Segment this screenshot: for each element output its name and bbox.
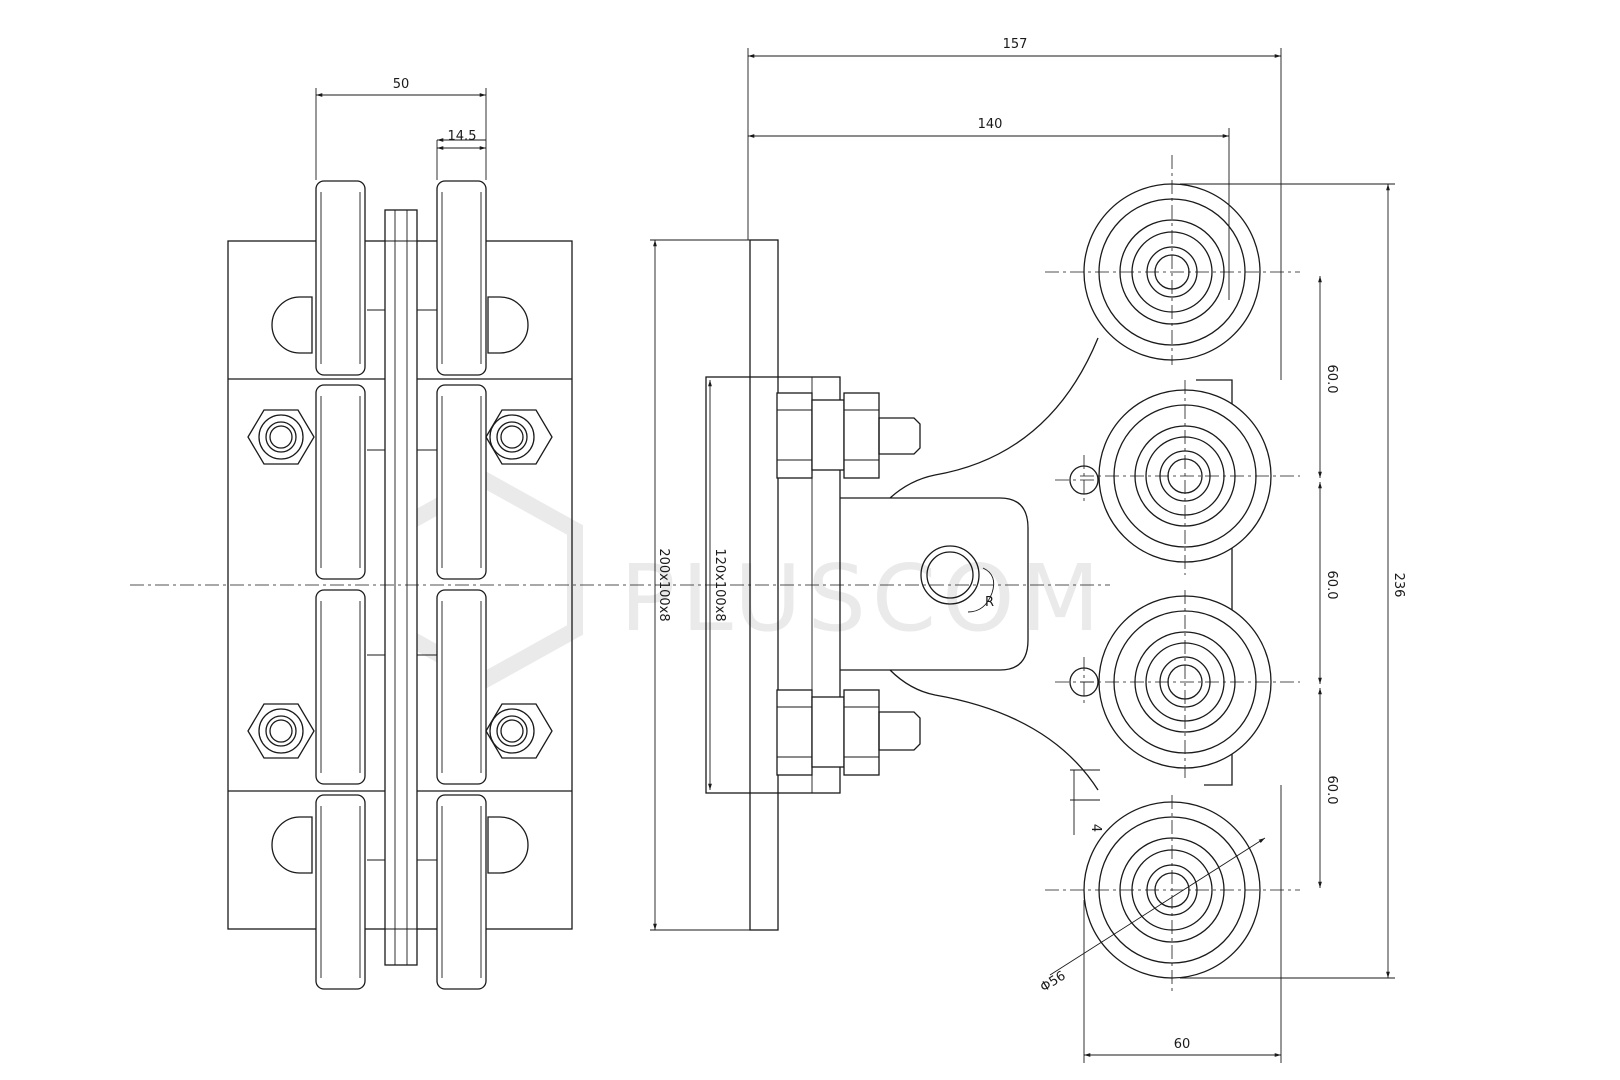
front-view: 200x100x8 120x100x8 <box>650 37 1406 1063</box>
bolt-lower <box>776 689 921 776</box>
roller-wheel-2 <box>1080 380 1300 575</box>
roller-wheel-3 <box>1080 590 1300 778</box>
side-wheels-right <box>436 180 487 990</box>
outer-plate <box>749 239 779 931</box>
slot-top-right <box>487 296 529 354</box>
dim-label-bottom-width: 60 <box>1174 1037 1191 1052</box>
dim-wheel-width: 14.5 <box>436 129 486 180</box>
watermark-brand: PLUSCOM <box>620 545 1106 652</box>
dim-overall-width: 157 <box>747 37 1282 380</box>
dim-outer-plate: 200x100x8 <box>650 239 750 931</box>
side-wheel <box>315 794 366 990</box>
dim-centers-span: 140 <box>748 117 1230 300</box>
dim-label-outer-plate: 200x100x8 <box>656 548 671 621</box>
dim-gap: 4 <box>1070 769 1103 835</box>
dim-label-gap: 4 <box>1088 824 1103 832</box>
side-wheel <box>436 589 487 785</box>
side-wheel <box>436 794 487 990</box>
dim-label-inner-plate: 120x100x8 <box>712 548 727 621</box>
hex-nut-lower-right <box>485 703 553 759</box>
slot-top-left <box>271 296 313 354</box>
dim-label-spacing-2: 60.0 <box>1324 571 1339 600</box>
dim-bottom-width: 60 <box>1083 785 1282 1063</box>
slot-bottom-right <box>487 816 529 874</box>
bracket-body <box>840 337 1233 791</box>
roller-wheel-1 <box>1045 155 1300 365</box>
slot-bottom-left <box>271 816 313 874</box>
dim-label-centers-span: 140 <box>978 117 1003 132</box>
side-wheels-left <box>315 180 366 990</box>
inner-plate <box>705 376 841 794</box>
hex-nut-upper-left <box>247 409 315 465</box>
center-web <box>384 209 418 966</box>
side-view: 50 14.5 <box>227 77 573 990</box>
side-wheel <box>436 180 487 376</box>
dim-label-wheel-width: 14.5 <box>448 129 477 144</box>
dim-inner-plate: 120x100x8 <box>708 380 727 790</box>
hex-nut-upper-right <box>485 409 553 465</box>
dim-label-side-width: 50 <box>393 77 410 92</box>
side-wheel <box>315 589 366 785</box>
dim-label-wheel-diameter: Φ56 <box>1038 969 1069 996</box>
svg-text:R: R <box>985 595 994 610</box>
dim-label-spacing-1: 60.0 <box>1324 365 1339 394</box>
dim-label-spacing-3: 60.0 <box>1324 776 1339 805</box>
dim-label-overall-height: 236 <box>1391 573 1406 598</box>
bolt-upper <box>776 392 921 479</box>
pivot-pin: R <box>920 545 995 613</box>
roller-wheel-4 <box>1045 795 1300 995</box>
dim-spacing: 60.0 60.0 60.0 <box>1318 276 1339 888</box>
dim-label-overall-width: 157 <box>1003 37 1028 52</box>
side-wheel <box>436 384 487 580</box>
hex-nut-lower-left <box>247 703 315 759</box>
side-wheel <box>315 384 366 580</box>
dim-side-width: 50 <box>315 77 487 180</box>
side-wheel <box>315 180 366 376</box>
dim-overall-height: 236 <box>1180 183 1406 979</box>
